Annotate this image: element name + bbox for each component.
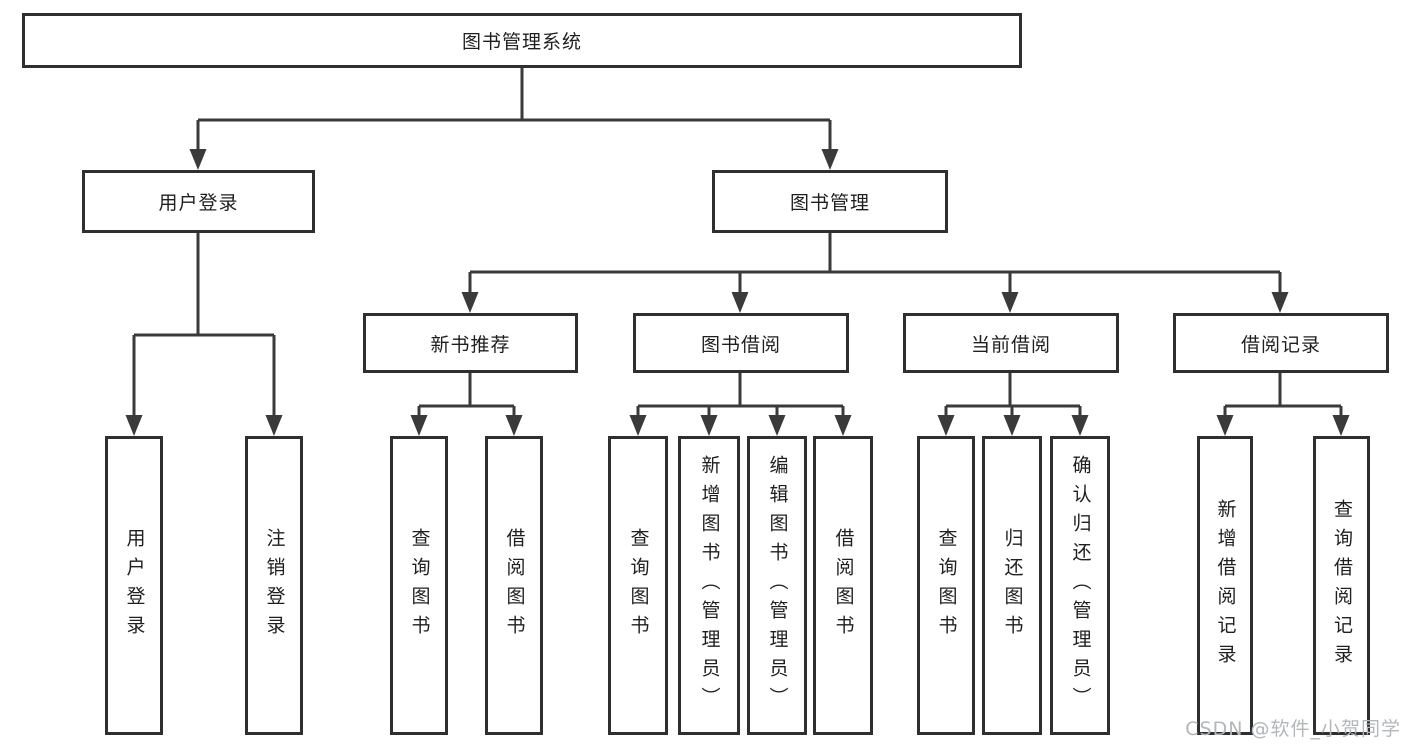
node-query-books-current: 查询图书	[917, 436, 975, 735]
node-user-login: 用户登录	[105, 436, 163, 735]
arrow-down-icon	[1271, 292, 1289, 313]
arrow-down-icon	[1003, 415, 1021, 436]
node-label: 图书借阅	[700, 333, 781, 356]
node-label: 确认归还（管理员）	[1069, 455, 1092, 716]
node-label: 查询图书	[935, 527, 958, 644]
arrow-down-icon	[700, 415, 718, 436]
node-label: 查询借阅记录	[1331, 498, 1353, 673]
csdn-watermark: CSDN @软件_小贺同学	[1185, 718, 1401, 740]
arrow-down-icon	[1332, 415, 1350, 436]
node-query-books-borrowing: 查询图书	[608, 436, 668, 735]
node-user-login-group: 用户登录	[82, 170, 315, 233]
node-current-borrowing: 当前借阅	[903, 313, 1119, 373]
node-logout: 注销登录	[245, 436, 303, 735]
node-edit-books-admin: 编辑图书（管理员）	[747, 436, 807, 735]
arrow-down-icon	[265, 415, 283, 436]
arrow-down-icon	[937, 415, 955, 436]
arrow-down-icon	[768, 415, 786, 436]
node-label: 新增图书（管理员）	[698, 455, 721, 716]
node-borrow-books-recommend: 借阅图书	[485, 436, 543, 735]
arrow-down-icon	[410, 415, 428, 436]
node-borrow-books: 借阅图书	[813, 436, 873, 735]
node-label: 查询图书	[408, 527, 431, 644]
node-label: 编辑图书（管理员）	[766, 455, 789, 716]
node-query-borrow-record: 查询借阅记录	[1313, 436, 1370, 735]
node-new-book-recommend: 新书推荐	[363, 313, 578, 373]
node-label: 借阅图书	[503, 527, 526, 644]
node-query-books-recommend: 查询图书	[390, 436, 448, 735]
arrow-down-icon	[731, 292, 749, 313]
node-label: 注销登录	[263, 527, 286, 644]
node-label: 当前借阅	[970, 333, 1051, 356]
node-label: 用户登录	[158, 192, 239, 214]
arrow-down-icon	[834, 415, 852, 436]
node-label: 新增借阅记录	[1214, 498, 1237, 673]
arrow-down-icon	[821, 149, 839, 170]
arrow-down-icon	[1001, 292, 1019, 313]
arrow-down-icon	[125, 415, 143, 436]
node-label: 查询图书	[627, 527, 650, 644]
node-borrow-records: 借阅记录	[1173, 313, 1389, 373]
arrow-down-icon	[629, 415, 647, 436]
node-label: 图书管理系统	[461, 31, 582, 53]
node-book-borrowing: 图书借阅	[633, 313, 849, 373]
arrow-down-icon	[1071, 415, 1089, 436]
node-library-management-system: 图书管理系统	[22, 13, 1022, 68]
arrow-down-icon	[461, 292, 479, 313]
arrow-down-icon	[505, 415, 523, 436]
arrow-down-icon	[189, 149, 207, 170]
node-label: 归还图书	[1001, 527, 1024, 644]
node-label: 新书推荐	[430, 333, 511, 356]
node-add-borrow-record: 新增借阅记录	[1197, 436, 1253, 735]
node-label: 借阅图书	[832, 527, 855, 644]
node-label: 图书管理	[789, 192, 870, 214]
node-confirm-return-admin: 确认归还（管理员）	[1050, 436, 1110, 735]
node-book-management: 图书管理	[712, 170, 948, 233]
arrow-down-icon	[1216, 415, 1234, 436]
node-label: 用户登录	[123, 527, 146, 644]
node-label: 借阅记录	[1240, 333, 1321, 356]
node-return-books: 归还图书	[982, 436, 1042, 735]
node-add-books-admin: 新增图书（管理员）	[678, 436, 740, 735]
